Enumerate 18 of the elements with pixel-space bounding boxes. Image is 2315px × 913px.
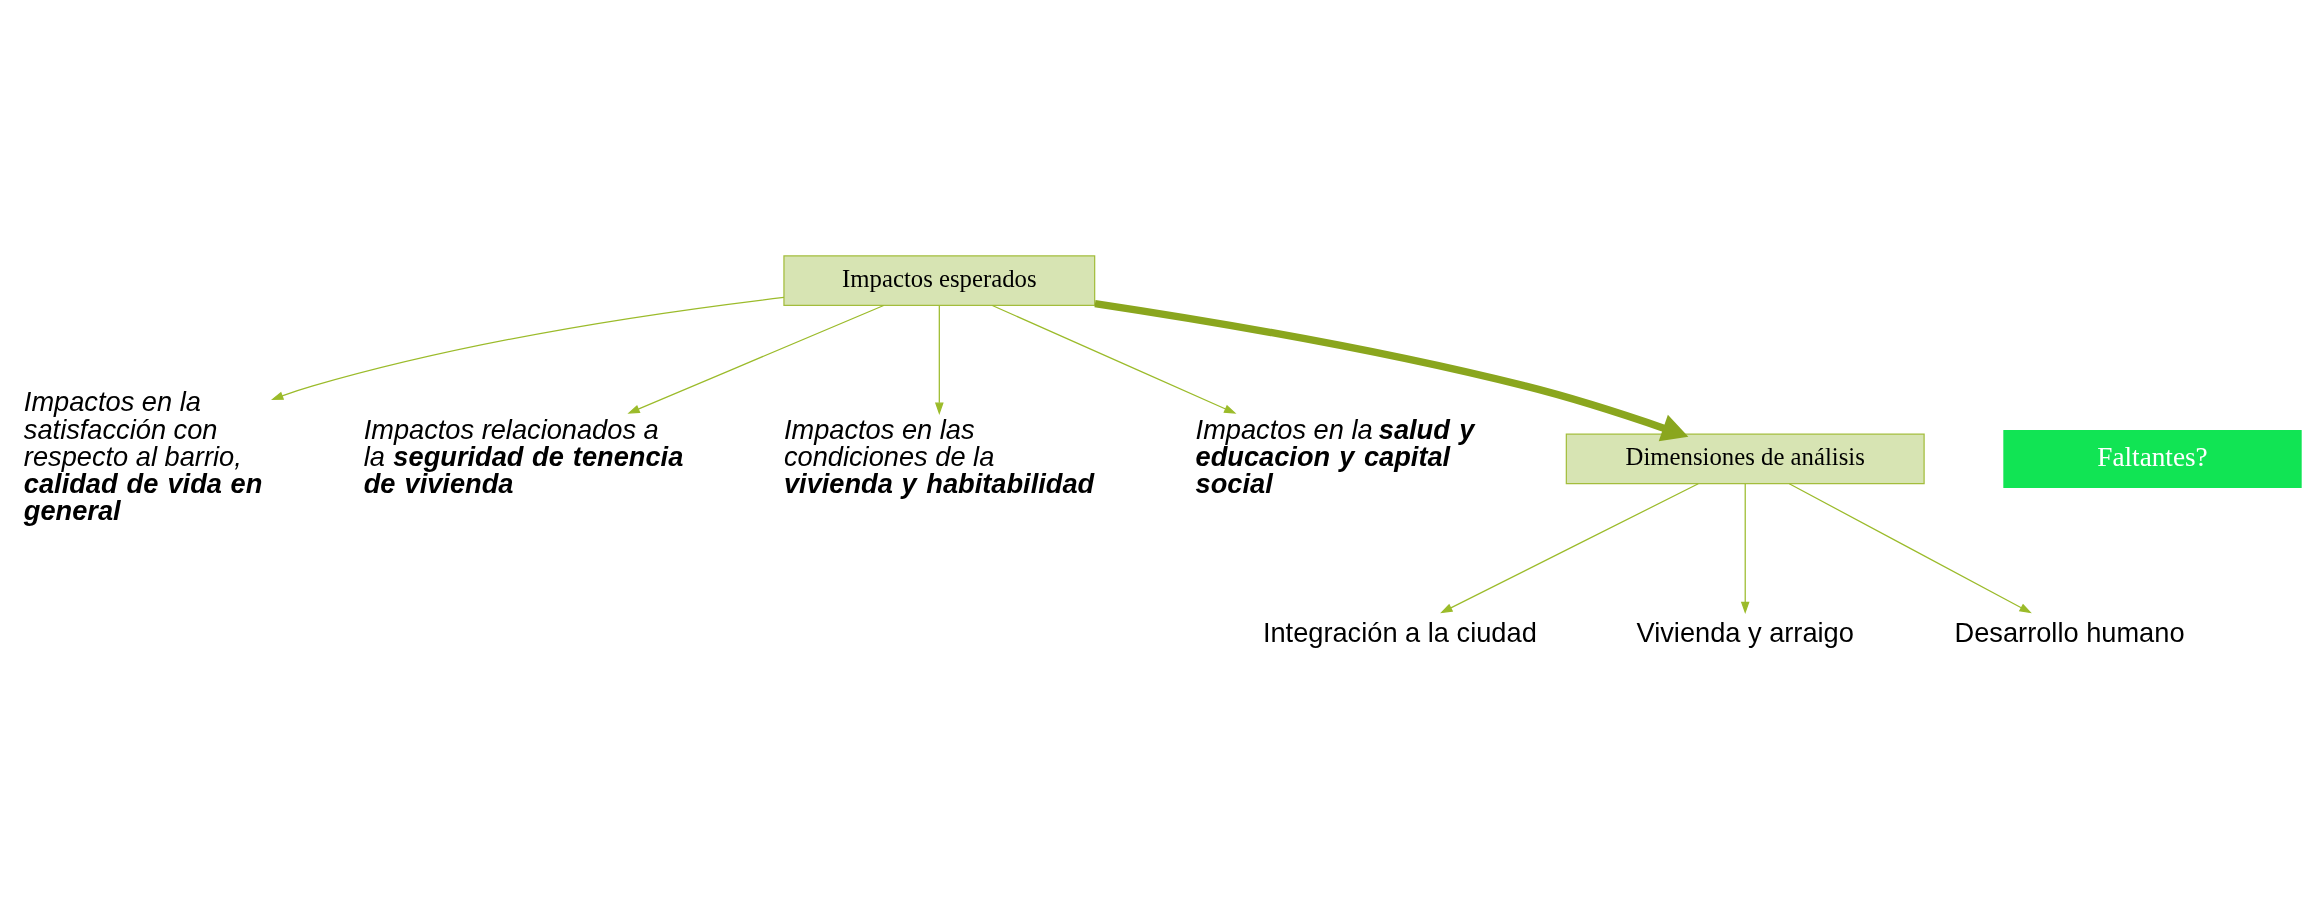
arrow [270, 296, 785, 400]
arrow [934, 305, 944, 415]
arrow [1740, 483, 1750, 615]
arrow [1440, 483, 1699, 614]
node-text: Impactos en las condiciones de la vivienda y habitabilidad [783, 413, 1095, 500]
arrow [1094, 299, 1689, 442]
arrow [627, 304, 885, 414]
node-box: Faltantes? [2003, 429, 2302, 489]
node-text: Vivienda y arraigo [1636, 616, 1854, 648]
node-text: Impactos en la satisfacción con respecto al barrio, calidad de vida en general [23, 386, 263, 527]
node-text: Integración a la ciudad [1262, 616, 1537, 648]
node-text: Desarrollo humano [1954, 616, 2185, 648]
node-box: Impactos esperados [783, 255, 1096, 307]
arrow [1788, 483, 2032, 614]
arrow [991, 304, 1237, 414]
node-box: Dimensiones de análisis [1565, 433, 1925, 485]
node-text: Impactos relacionados a la seguridad de tenencia de vivienda [363, 413, 684, 500]
node-text: Impactos en la salud y educacion y capital social [1195, 413, 1475, 500]
